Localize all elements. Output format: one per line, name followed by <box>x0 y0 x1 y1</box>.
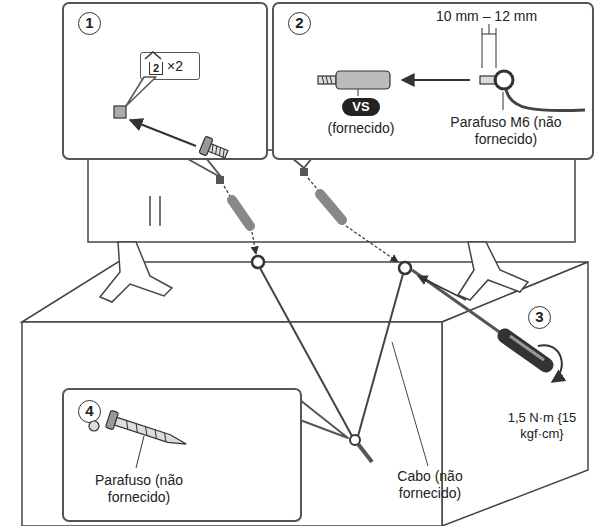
washer <box>89 421 99 431</box>
step-number: 1 <box>78 12 101 35</box>
screw-shaft <box>205 142 228 158</box>
quantity: ×2 <box>167 58 183 75</box>
screw-head <box>199 136 213 156</box>
cable-eye <box>350 435 360 445</box>
part-badge: VS(fornecido) <box>342 98 380 116</box>
cable-eye <box>399 262 411 274</box>
dimension-line <box>482 34 496 35</box>
dimension-line <box>496 28 497 68</box>
rotation-arrow <box>538 345 562 382</box>
wood-screw <box>358 444 372 462</box>
wood-screw <box>105 410 189 452</box>
spacer <box>320 194 342 220</box>
callout-bubble: 2 ×2 <box>140 52 200 80</box>
icon-number: 2 <box>149 62 163 75</box>
part-note: (fornecido) <box>318 120 404 137</box>
m6-screw-shaft <box>480 76 496 84</box>
step-number: 4 <box>78 400 101 423</box>
step-number: 2 <box>288 12 311 35</box>
house-roof <box>145 52 161 59</box>
m6-screw-eye <box>495 71 513 89</box>
guide-line <box>308 178 318 190</box>
table-side <box>442 262 588 526</box>
leader-line <box>503 92 504 110</box>
table-front <box>22 322 442 526</box>
tv-stand-leg <box>100 242 172 302</box>
callout-tail <box>300 400 348 438</box>
callout-tail <box>186 158 222 178</box>
dimension: 10 mm – 12 mm <box>436 8 537 25</box>
mount-hole <box>300 168 308 176</box>
screwdriver-shaft <box>412 270 505 336</box>
leader-line <box>392 342 428 466</box>
bubble-tail <box>126 77 156 106</box>
spacer <box>232 200 250 226</box>
torque-value: 1,5 N·m {15 kgf·cm} <box>496 410 588 442</box>
screw-thread <box>210 145 226 158</box>
part-name: Parafuso M6 (não fornecido) <box>450 114 562 148</box>
tv-detail <box>149 196 151 226</box>
screwdriver-handle <box>505 336 546 365</box>
step-panel: 4Parafuso (não fornecido) <box>62 388 302 522</box>
guide-line <box>252 232 256 254</box>
step-number: 3 <box>528 306 551 329</box>
screwdriver-grip <box>510 336 544 360</box>
dimension-line <box>482 28 483 68</box>
tv-body <box>88 150 575 242</box>
screw-head <box>105 410 118 430</box>
cable <box>506 89 585 111</box>
part-code: VS <box>342 98 380 116</box>
spacer-body <box>336 71 390 89</box>
mount-hole <box>114 106 126 118</box>
step-panel: 2 10 mm – 12 mm Parafuso M6 (não fornecido… <box>272 2 594 160</box>
insert-arrow <box>418 276 466 300</box>
cable-eye <box>252 256 264 268</box>
spacer-thread <box>322 76 332 84</box>
insert-arrow <box>402 79 470 81</box>
dimension-line <box>489 24 490 34</box>
step-panel: 1 2 ×2 <box>62 2 268 160</box>
spacer-stud <box>318 76 336 84</box>
part-name: Parafuso (não fornecido) <box>84 472 194 506</box>
tv-stand-leg <box>458 242 528 300</box>
guide-line <box>224 186 230 196</box>
leader-line <box>358 89 359 96</box>
guide-line <box>346 226 398 262</box>
screw-shaft <box>115 417 188 447</box>
leader-line <box>136 436 144 468</box>
tv-detail <box>159 196 161 226</box>
screw-thread <box>124 421 168 442</box>
part-name: Cabo (não fornecido) <box>378 468 482 502</box>
screw <box>199 136 230 162</box>
remove-arrow <box>130 120 196 146</box>
